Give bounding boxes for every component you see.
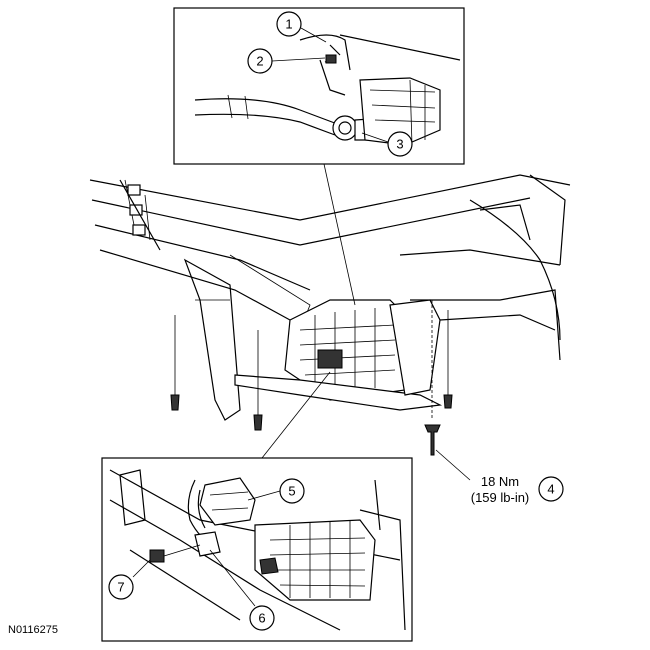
callout-3: 3 — [387, 131, 413, 157]
leader-4 — [435, 449, 471, 481]
bolt-4 — [424, 424, 441, 456]
leader-2 — [271, 57, 326, 62]
leader-5 — [247, 490, 281, 501]
svg-text:4: 4 — [547, 482, 554, 497]
fasteners — [170, 300, 453, 456]
svg-text:2: 2 — [256, 54, 263, 69]
callout-4: 4 — [538, 476, 564, 502]
callout-7: 7 — [108, 574, 134, 600]
detail-inset-top — [173, 7, 465, 165]
svg-text:6: 6 — [258, 611, 265, 626]
torque-metric: 18 Nm — [481, 474, 519, 489]
callout-1: 1 — [276, 11, 302, 37]
leader-3 — [361, 132, 389, 143]
leader-1 — [300, 27, 327, 43]
svg-text:1: 1 — [285, 17, 292, 32]
callout-2: 2 — [247, 48, 273, 74]
leader-6 — [209, 549, 256, 607]
callout-5: 5 — [279, 478, 305, 504]
figure-id: N0116275 — [8, 624, 58, 636]
inset-leader-bottom — [261, 371, 331, 459]
svg-text:5: 5 — [288, 484, 295, 499]
svg-text:7: 7 — [117, 580, 124, 595]
module-assembly — [234, 299, 443, 411]
callout-6: 6 — [249, 605, 275, 631]
torque-imperial: (159 lb-in) — [471, 490, 530, 505]
svg-text:3: 3 — [396, 137, 403, 152]
inset-leader-top — [323, 163, 356, 306]
vehicle-frame — [89, 174, 571, 421]
detail-inset-bottom — [101, 457, 413, 642]
leader-7 — [132, 559, 151, 578]
